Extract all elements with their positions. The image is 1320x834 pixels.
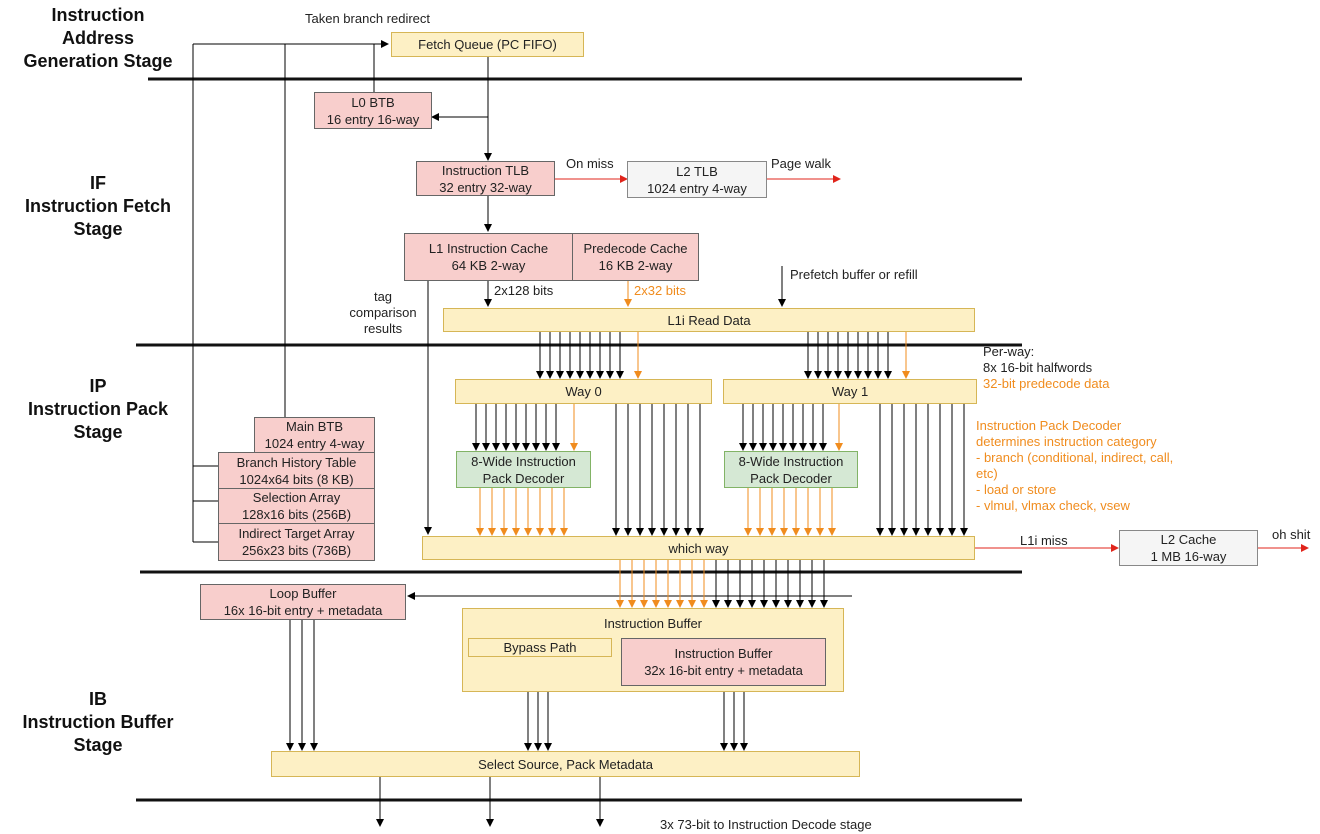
taken-branch-label: Taken branch redirect <box>305 11 431 26</box>
bits-128-label: 2x128 bits <box>494 283 554 298</box>
oh-shit-label: oh shit <box>1272 527 1311 542</box>
per-way-label: Per-way: 8x 16-bit halfwords 32-bit pred… <box>983 344 1110 391</box>
bits-32-label: 2x32 bits <box>634 283 687 298</box>
l1i-read-data-block: L1i Read Data <box>443 308 975 332</box>
which-way-block: which way <box>422 536 975 560</box>
stage-separators <box>136 77 1022 802</box>
miss-wires <box>555 175 1309 552</box>
feedback-wires <box>192 40 852 827</box>
pack-decoder-note: Instruction Pack Decoder determines inst… <box>976 418 1174 513</box>
prefetch-label: Prefetch buffer or refill <box>790 267 918 282</box>
bypass-path-block: Bypass Path <box>468 638 612 657</box>
fetch-queue-block: Fetch Queue (PC FIFO) <box>391 32 584 57</box>
on-miss-label: On miss <box>566 156 614 171</box>
select-source-block: Select Source, Pack Metadata <box>271 751 860 777</box>
page-walk-label: Page walk <box>771 156 831 171</box>
way-1-block: Way 1 <box>723 379 977 404</box>
output-label: 3x 73-bit to Instruction Decode stage <box>660 817 872 832</box>
l1i-miss-label: L1i miss <box>1020 533 1068 548</box>
way-0-block: Way 0 <box>455 379 712 404</box>
